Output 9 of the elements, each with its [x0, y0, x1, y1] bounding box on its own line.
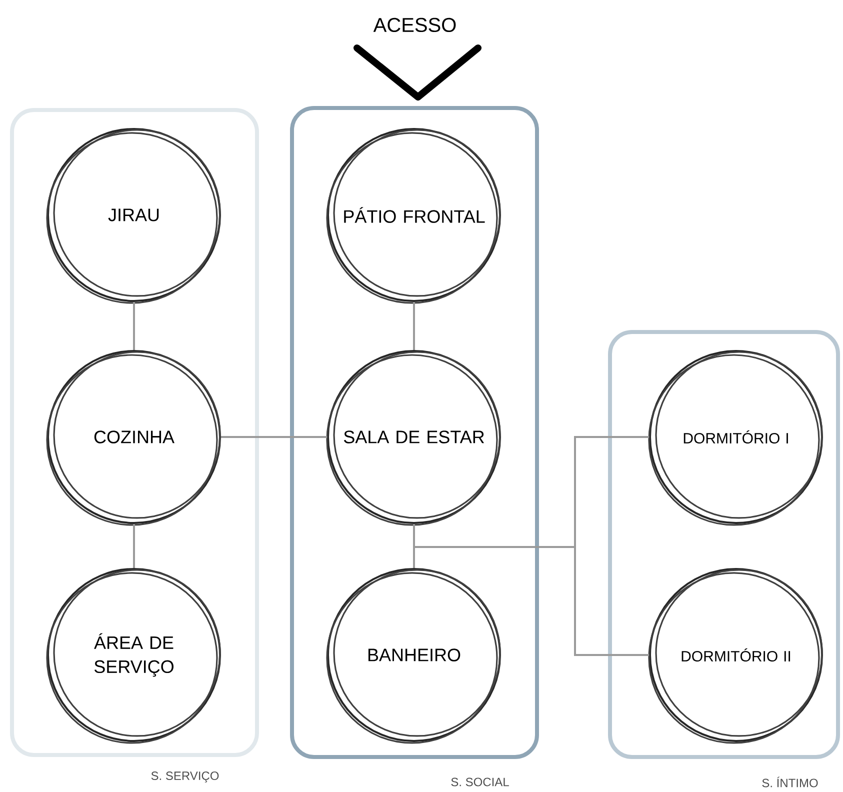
connector-line — [413, 302, 415, 350]
node-label: S. SERVIÇO — [151, 772, 219, 782]
node-label: S. ÍNTIMO — [762, 776, 818, 788]
connector-line — [133, 302, 135, 350]
connector-line — [221, 436, 327, 438]
node-label: S. SOCIAL — [451, 778, 509, 786]
connector-line — [413, 524, 649, 656]
connector-line — [133, 524, 135, 568]
access-label: ACESSO — [373, 18, 456, 32]
